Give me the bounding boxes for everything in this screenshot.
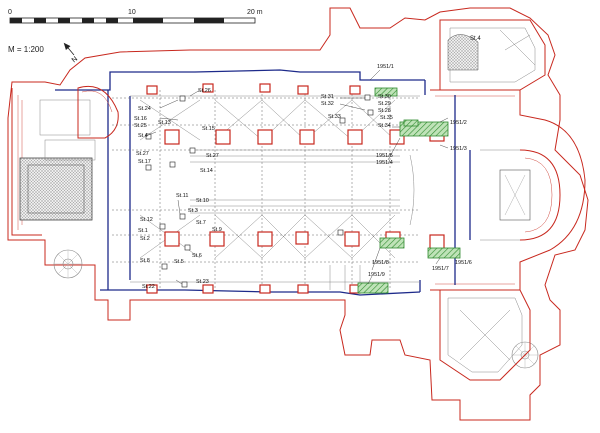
label-st34: St.34 xyxy=(378,123,391,129)
label-st28: St.28 xyxy=(378,108,391,114)
scale-bar: 0 10 20 m xyxy=(8,9,263,24)
north-arrow-icon: N xyxy=(63,42,79,65)
scale-ratio: M = 1:200 xyxy=(8,45,44,54)
svg-text:N: N xyxy=(71,56,79,65)
label-st33: St.33 xyxy=(328,114,341,120)
label-st27: St.27 xyxy=(206,153,219,159)
ne-tower: St.4 xyxy=(439,19,546,91)
label-st1: St.1 xyxy=(138,228,148,234)
label-1951-5: 1951/5 xyxy=(376,153,393,159)
label-st8: St.8 xyxy=(140,258,150,264)
label-1951-9: 1951/9 xyxy=(368,272,385,278)
survey-markers xyxy=(145,94,374,288)
label-st14: St.14 xyxy=(200,168,213,174)
label-st5: St.5 xyxy=(174,259,184,265)
west-tower xyxy=(19,86,539,369)
label-st30: St.30 xyxy=(378,94,391,100)
pilasters xyxy=(146,83,361,294)
label-st3: St.3 xyxy=(188,208,198,214)
east-choir xyxy=(409,89,586,291)
label-1951-6: 1951/6 xyxy=(455,260,472,266)
label-st2: St.2 xyxy=(140,236,150,242)
label-st26: St.26 xyxy=(198,88,211,94)
scale-tick-0: 0 xyxy=(8,9,12,16)
label-st16: St.16 xyxy=(134,116,147,122)
label-st24: St.24 xyxy=(138,106,151,112)
label-st27: St.27 xyxy=(136,151,149,157)
leader-lines xyxy=(145,69,449,285)
label-st4: St.4 xyxy=(470,36,481,42)
label-st31: St.31 xyxy=(321,94,334,100)
label-1951-7: 1951/7 xyxy=(432,266,449,272)
nave-grid xyxy=(112,90,420,290)
label-st23: St.23 xyxy=(196,279,209,285)
piers-south xyxy=(164,231,445,252)
label-1951-3: 1951/3 xyxy=(450,146,467,152)
label-st17: St.17 xyxy=(138,159,151,165)
label-st4b: St.4 xyxy=(138,133,148,139)
label-st25: St.25 xyxy=(134,123,147,129)
label-st35: St.35 xyxy=(380,115,393,121)
label-st29: St.29 xyxy=(378,101,391,107)
label-st13: St.13 xyxy=(158,120,171,126)
label-1951-4: 1951/4 xyxy=(376,160,393,166)
scale-tick-20: 20 m xyxy=(247,9,263,16)
excavation-labels: 1951/1 1951/2 1951/3 1951/4 1951/5 1951/… xyxy=(368,64,472,278)
label-st9: St.9 xyxy=(212,227,222,233)
station-labels-left: St.24 St.26 St.16 St.13 St.25 St.15 St.4… xyxy=(134,88,222,290)
excavation-trenches xyxy=(357,87,461,294)
label-1951-1: 1951/1 xyxy=(377,64,394,70)
label-st10: St.10 xyxy=(196,198,209,204)
scale-tick-10: 10 xyxy=(128,9,136,16)
label-st15: St.15 xyxy=(202,126,215,132)
label-1951-2: 1951/2 xyxy=(450,120,467,126)
label-st11: St.11 xyxy=(176,193,188,199)
label-1951-8: 1951/8 xyxy=(372,260,389,266)
label-st22: St.22 xyxy=(142,284,155,290)
se-chapel xyxy=(439,289,531,381)
outer-walls xyxy=(7,7,589,421)
label-st6: St.6 xyxy=(192,253,202,259)
label-st32: St.32 xyxy=(321,101,334,107)
station-labels-right: St.31 St.32 St.30 St.29 St.28 St.33 St.3… xyxy=(321,94,393,129)
label-st7: St.7 xyxy=(196,220,206,226)
label-st12: St.12 xyxy=(140,217,153,223)
